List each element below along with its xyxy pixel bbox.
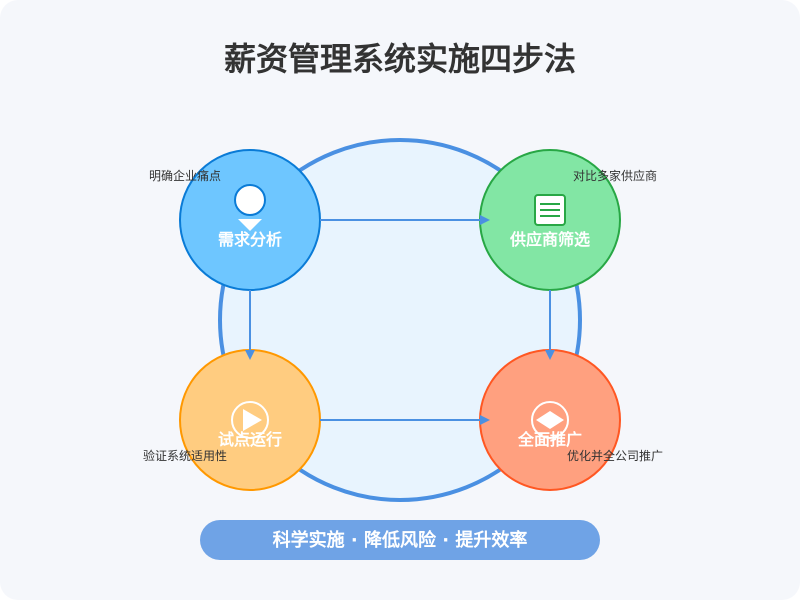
diamond-icon <box>531 401 569 439</box>
step-need-analysis: 需求分析 <box>179 149 321 291</box>
summary-banner: 科学实施 · 降低风险 · 提升效率 <box>200 520 600 560</box>
step-note: 优化并全公司推广 <box>567 448 663 463</box>
step-label: 试点运行 <box>218 430 282 449</box>
step-full-rollout: 全面推广 <box>479 349 621 491</box>
step-label: 需求分析 <box>218 230 282 249</box>
banner-text: 科学实施 · 降低风险 · 提升效率 <box>273 529 528 551</box>
step-note: 明确企业痛点 <box>149 168 221 183</box>
step-label: 全面推广 <box>517 430 582 449</box>
step-label: 供应商筛选 <box>509 230 590 249</box>
step-note: 验证系统适用性 <box>143 448 227 463</box>
step-note: 对比多家供应商 <box>573 168 657 183</box>
user-icon <box>234 184 266 231</box>
step-vendor-selection: 供应商筛选 <box>479 149 621 291</box>
document-icon <box>534 194 566 226</box>
play-icon <box>231 401 269 439</box>
page-title: 薪资管理系统实施四步法 <box>224 40 576 78</box>
step-pilot-run: 试点运行 <box>179 349 321 491</box>
